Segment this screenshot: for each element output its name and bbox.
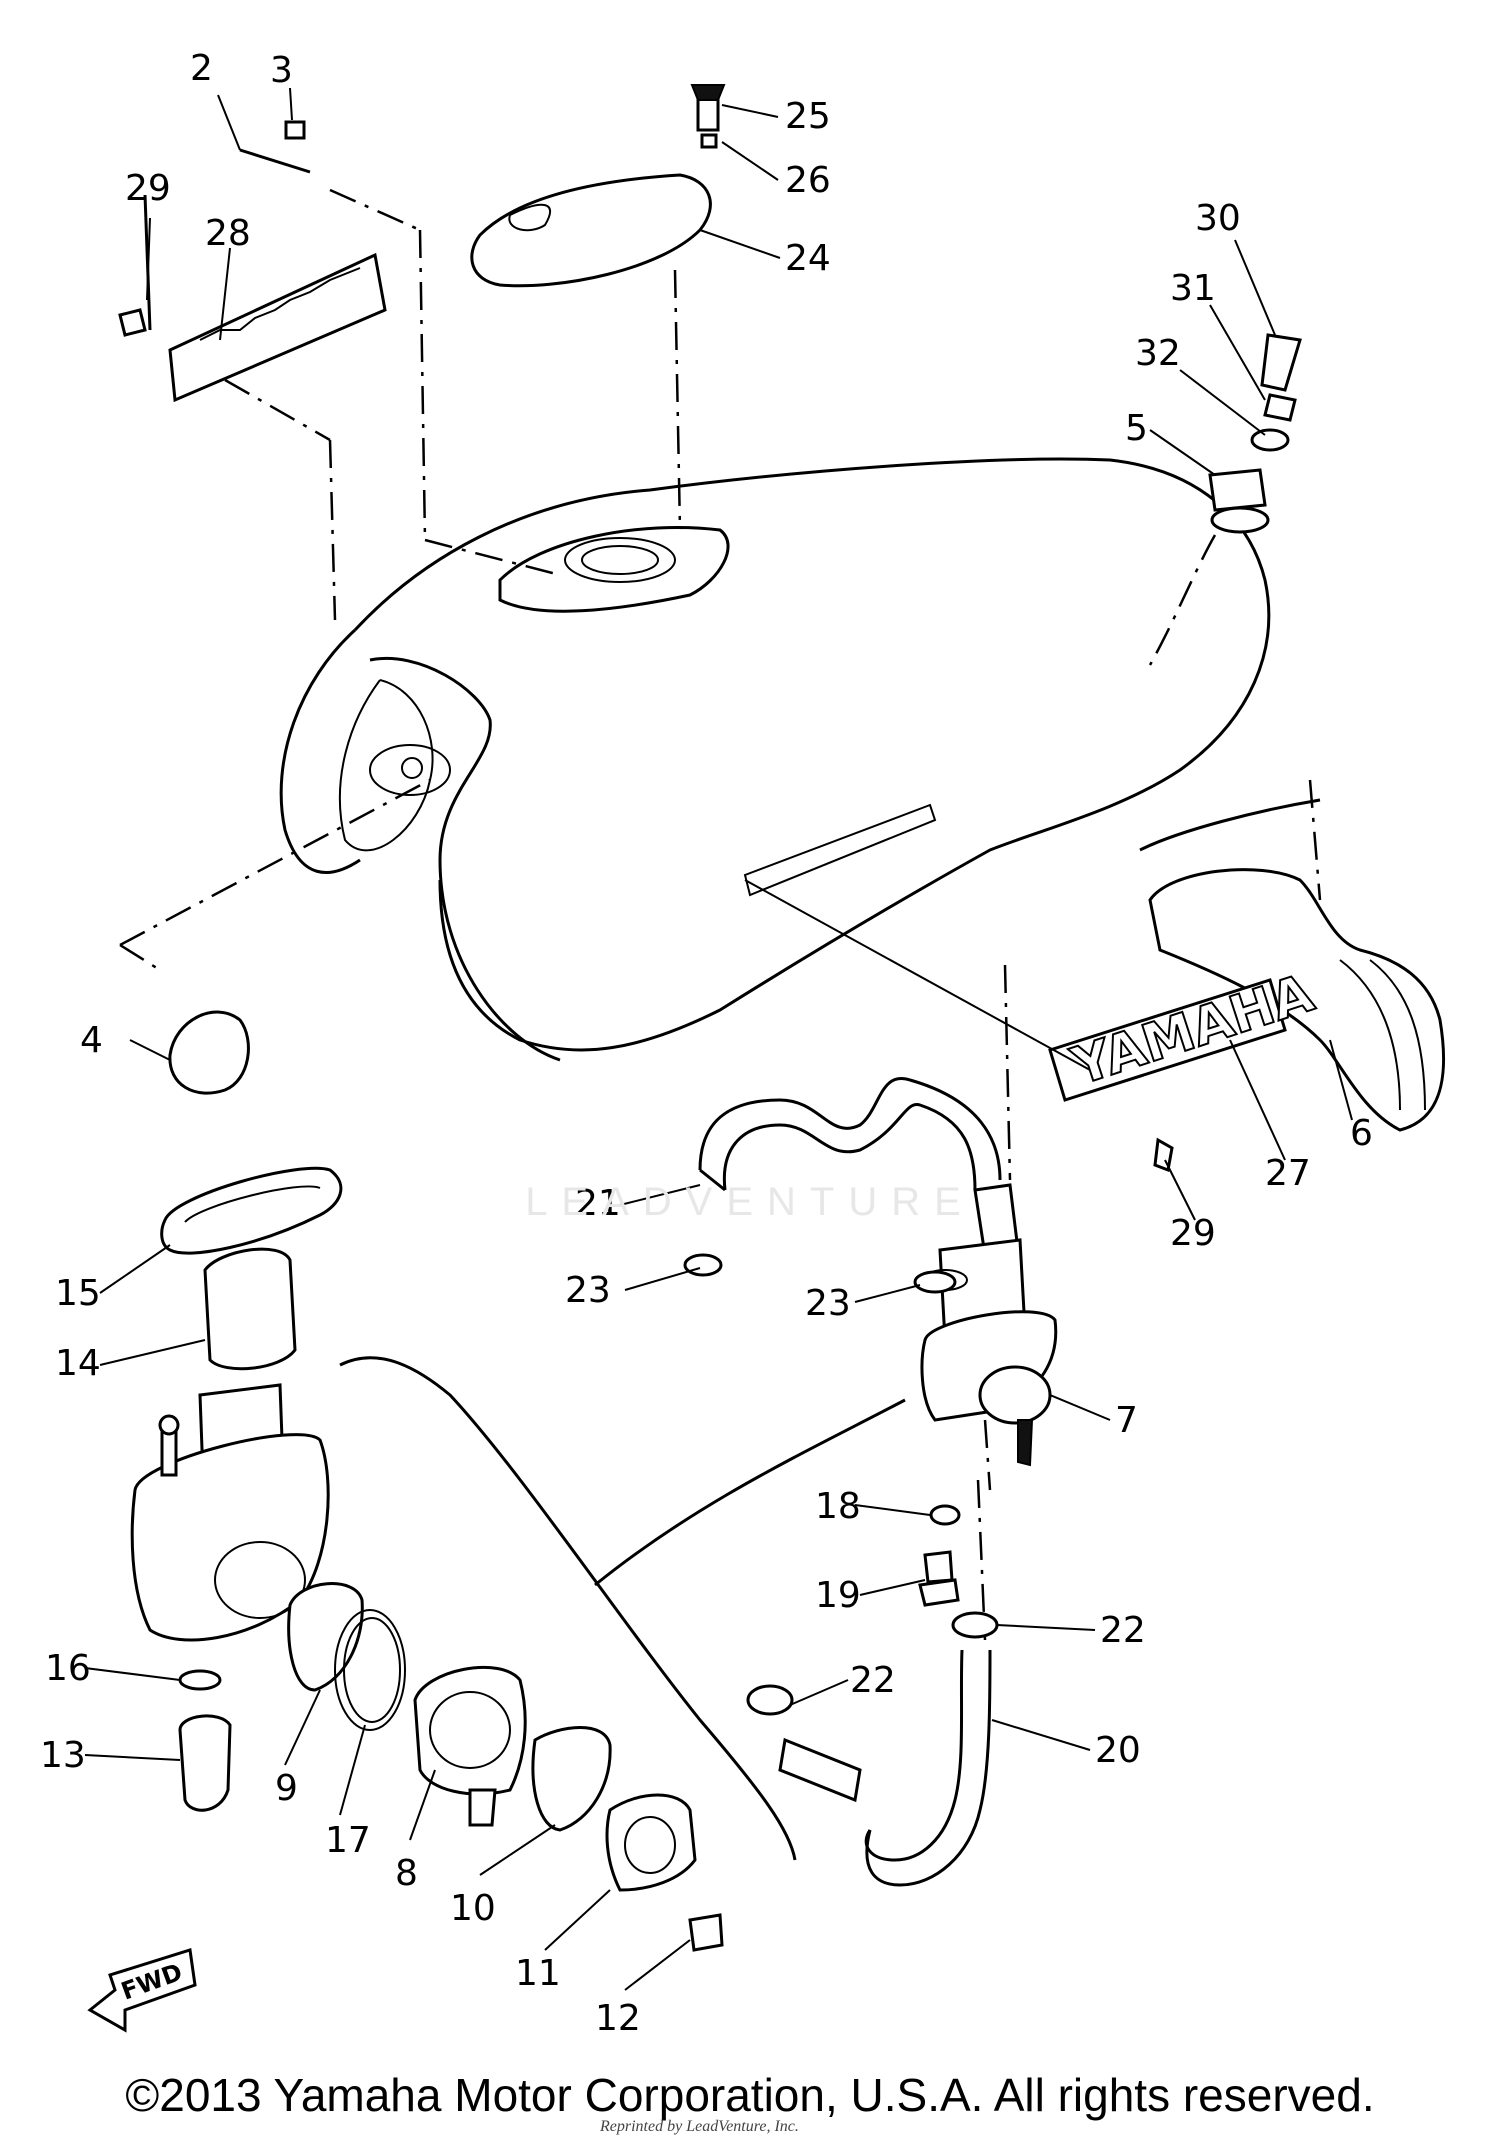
callout-26: 26 bbox=[785, 160, 831, 201]
callout-31: 31 bbox=[1170, 268, 1216, 309]
credit-text: Reprinted by LeadVenture, Inc. bbox=[600, 2118, 799, 2135]
fuel-cap-assembly bbox=[470, 84, 726, 531]
callout-23a: 23 bbox=[565, 1270, 611, 1311]
callout-12: 12 bbox=[595, 1998, 641, 2039]
petcock-internal-parts bbox=[287, 1582, 724, 1952]
callout-8: 8 bbox=[395, 1853, 418, 1894]
petcock-assembly-left bbox=[130, 1166, 343, 1812]
callout-24: 24 bbox=[785, 238, 831, 279]
callout-19: 19 bbox=[815, 1575, 861, 1616]
callout-5: 5 bbox=[1125, 408, 1148, 449]
fuel-petcock-7 bbox=[920, 964, 1058, 1467]
leader-lines bbox=[84, 87, 1353, 1991]
watermark-text: LEADVENTURE bbox=[525, 1180, 975, 1224]
detail-outline bbox=[339, 1356, 992, 1861]
callout-23b: 23 bbox=[805, 1283, 851, 1324]
fuel-hose-21 bbox=[698, 1076, 1002, 1192]
callout-27: 27 bbox=[1265, 1153, 1311, 1194]
callout-30: 30 bbox=[1195, 198, 1241, 239]
callout-17: 17 bbox=[325, 1820, 371, 1861]
callout-29: 29 bbox=[125, 168, 171, 209]
callout-13: 13 bbox=[40, 1735, 86, 1776]
callout-32: 32 bbox=[1135, 333, 1181, 374]
callout-2: 2 bbox=[190, 48, 213, 89]
callout-10: 10 bbox=[450, 1888, 496, 1929]
callout-15: 15 bbox=[55, 1273, 101, 1314]
callout-22b: 22 bbox=[850, 1660, 896, 1701]
callout-21: 21 bbox=[575, 1183, 621, 1224]
filler-cap-4 bbox=[119, 778, 431, 1095]
callout-4: 4 bbox=[80, 1020, 103, 1061]
fwd-arrow-icon: FWD bbox=[87, 1948, 197, 2033]
callout-16: 16 bbox=[45, 1648, 91, 1689]
callout-25: 25 bbox=[785, 96, 831, 137]
mount-plate bbox=[118, 120, 561, 621]
callout-28: 28 bbox=[205, 213, 251, 254]
copyright-text: ©2013 Yamaha Motor Corporation, U.S.A. A… bbox=[125, 2069, 1375, 2121]
side-cover bbox=[1148, 779, 1446, 1132]
callout-3: 3 bbox=[270, 50, 293, 91]
fuel-tank bbox=[279, 457, 1321, 1062]
rear-mount-parts bbox=[1208, 333, 1302, 534]
callout-29b: 29 bbox=[1170, 1213, 1216, 1254]
callout-6: 6 bbox=[1350, 1113, 1373, 1154]
callout-numbers: 2 3 29 28 25 26 24 30 31 32 5 4 6 27 29 … bbox=[40, 48, 1373, 2039]
callout-7: 7 bbox=[1115, 1400, 1138, 1441]
emblem-text: YAMAHA bbox=[1065, 963, 1321, 1097]
callout-18: 18 bbox=[815, 1486, 861, 1527]
callout-11: 11 bbox=[515, 1953, 561, 1994]
callout-20: 20 bbox=[1095, 1730, 1141, 1771]
callout-14: 14 bbox=[55, 1343, 101, 1384]
callout-9: 9 bbox=[275, 1768, 298, 1809]
callout-22a: 22 bbox=[1100, 1610, 1146, 1651]
